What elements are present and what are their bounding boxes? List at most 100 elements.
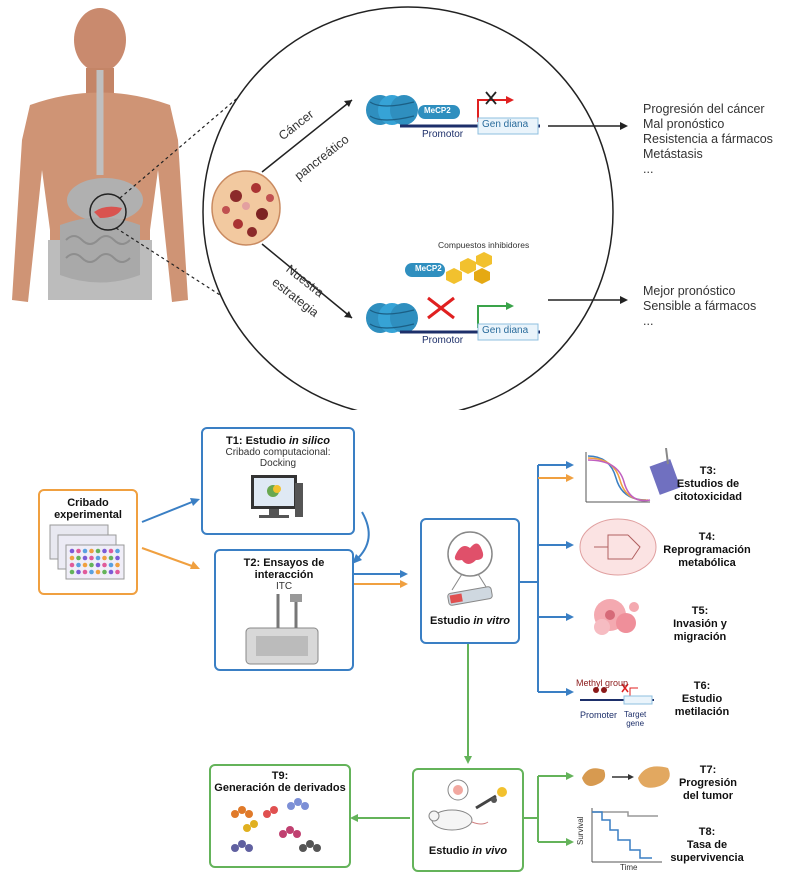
well (76, 569, 81, 575)
arrow-t1-t2 (355, 511, 370, 561)
well (115, 569, 120, 575)
well (82, 555, 88, 561)
human-body-icon (12, 8, 188, 302)
well (89, 548, 94, 554)
compuestos-label: Compuestos inhibidores (438, 240, 530, 250)
invitro-label: Estudio in vitro (429, 615, 511, 627)
survival-axis-label: Survival (576, 816, 585, 845)
well (69, 548, 75, 554)
block-x-icon (485, 91, 497, 105)
tumor-cells-icon (211, 170, 281, 246)
t9-title: T9:Generación de derivados (214, 770, 346, 794)
well (115, 562, 120, 568)
arrow-blue (141, 501, 193, 523)
well (108, 548, 114, 554)
well (76, 548, 81, 554)
well (82, 548, 88, 554)
arrow-orange (141, 547, 193, 567)
t1-subtitle: Cribado computacional:Docking (225, 447, 331, 469)
well (69, 555, 75, 561)
outcomes-cancer: Progresión del cáncer Mal pronóstico Res… (643, 102, 773, 176)
mecp2-protein (405, 263, 445, 277)
well (89, 555, 94, 561)
well (102, 555, 107, 561)
branch-arrow (261, 99, 353, 173)
methyl-group-label: Methyl group (576, 678, 629, 688)
tumor-progression-icon (582, 766, 670, 788)
promoter-label: Promoter (580, 710, 618, 720)
well (108, 555, 114, 561)
well (95, 562, 101, 568)
well (108, 562, 114, 568)
transcription-arrow (477, 99, 506, 122)
mecp2-protein (418, 105, 460, 119)
t2-subtitle: ITC (275, 581, 293, 592)
well (95, 555, 101, 561)
gene-box (477, 117, 539, 135)
well (102, 548, 107, 554)
top-illustration (12, 6, 628, 410)
transcription-arrow (477, 305, 506, 328)
gen-diana-label: Gen diana (482, 119, 529, 130)
well (89, 569, 94, 575)
mecp2-label-2: MeCP2 (415, 264, 442, 273)
well (89, 562, 94, 568)
survival-chart-icon (591, 808, 662, 863)
t1-box: T1: Estudio in silico Cribado computacio… (201, 427, 355, 535)
well (102, 562, 107, 568)
mouse-injection-icon (428, 779, 507, 831)
branch-arrow (261, 243, 353, 319)
inhibition-x-icon (427, 296, 455, 320)
molecular-derivatives-icon (231, 798, 321, 852)
well (115, 548, 120, 554)
zoom-circle (202, 6, 614, 410)
promotor-label-2: Promotor (422, 335, 464, 346)
promotor-label: Promotor (422, 129, 464, 140)
well (76, 555, 81, 561)
well-plates-icon (49, 524, 125, 580)
well (115, 555, 120, 561)
nucleosome-icon (366, 95, 418, 125)
zoom-line (119, 71, 269, 199)
time-axis-label: Time (620, 863, 638, 872)
mecp2-label: MeCP2 (424, 106, 451, 115)
inhibitor-compounds-icon (446, 252, 492, 284)
t9-box: T9:Generación de derivados (209, 764, 351, 868)
well (102, 569, 107, 575)
invitro-box: Estudio in vitro (420, 518, 520, 644)
well (69, 562, 75, 568)
nucleosome-icon (366, 303, 418, 333)
computer-icon (251, 475, 303, 518)
well (69, 569, 75, 575)
cytotoxicity-curves-icon (585, 448, 680, 503)
gene-box (477, 323, 539, 341)
well (95, 548, 101, 554)
gen-diana-label-2: Gen diana (482, 325, 529, 336)
outcomes-strategy: Mejor pronóstico Sensible a fármacos ... (643, 284, 757, 328)
well (76, 562, 81, 568)
metabolic-pathway-icon (579, 518, 657, 576)
invasion-cells-icon (594, 599, 639, 635)
methylation-icon (580, 683, 654, 705)
well (108, 569, 114, 575)
flowchart-connectors (141, 461, 574, 846)
invivo-label: Estudio in vivo (428, 845, 508, 857)
well (95, 569, 101, 575)
itc-instrument-icon (245, 594, 319, 665)
invivo-box: Estudio in vivo (412, 768, 524, 872)
well (82, 562, 88, 568)
t1-title: T1: Estudio in silico (226, 435, 330, 447)
well (82, 569, 88, 575)
cell-culture-icon (447, 531, 493, 606)
